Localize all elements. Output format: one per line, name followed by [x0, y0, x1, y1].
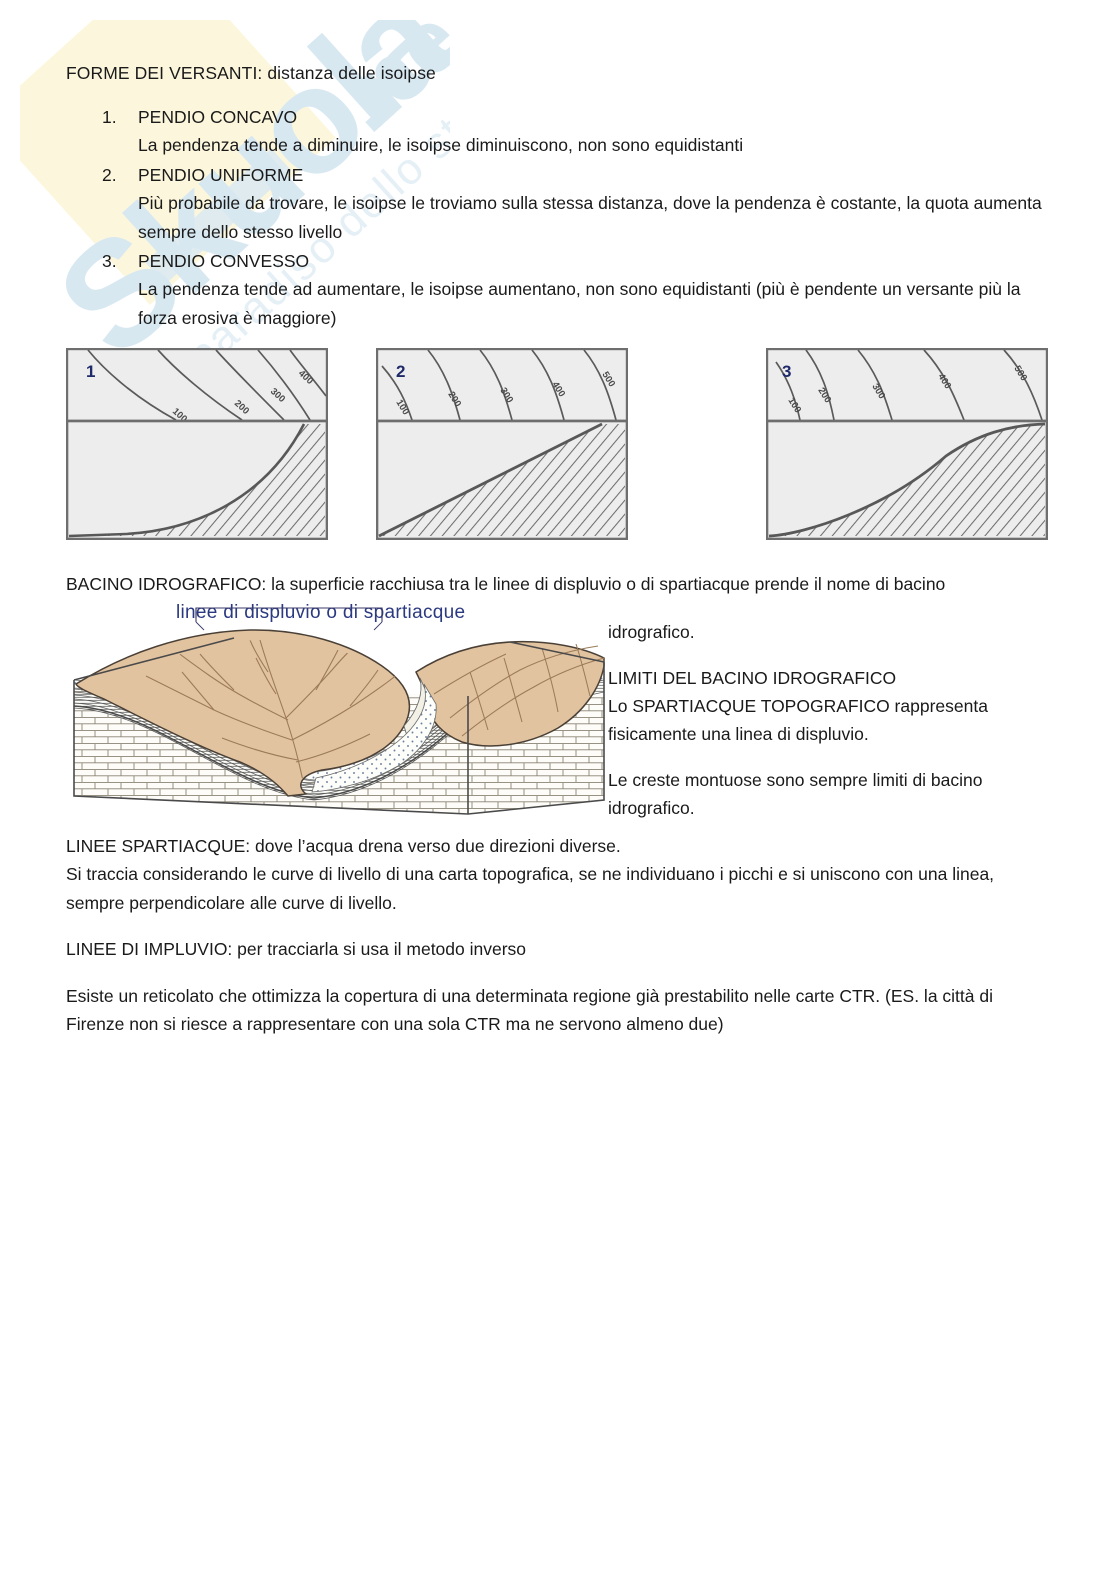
limiti-line2: Lo SPARTIACQUE TOPOGRAFICO rappresenta [608, 695, 988, 716]
list-item-title: PENDIO CONVESSO [138, 250, 310, 271]
figure-number-3: 3 [782, 362, 791, 381]
creste-line2: idrografico. [608, 797, 695, 818]
limiti-heading: LIMITI DEL BACINO IDROGRAFICO [608, 667, 897, 688]
drainage-basin-block-diagram [64, 600, 616, 826]
slope-types-list: PENDIO CONCAVO La pendenza tende a dimin… [66, 103, 1050, 332]
document-content: FORME DEI VERSANTI: distanza delle isoip… [0, 0, 1116, 1039]
creste-line1: Le creste montuose sono sempre limiti di… [608, 769, 983, 790]
list-item-body: La pendenza tende ad aumentare, le isoip… [138, 279, 1021, 328]
bacino-intro-paragraph: BACINO IDROGRAFICO: la superficie racchi… [66, 573, 946, 594]
block-diagram-section: linee di displuvio o di spartiacque [66, 600, 1050, 826]
page-title: FORME DEI VERSANTI: distanza delle isoip… [66, 63, 436, 83]
list-item-title: PENDIO CONCAVO [138, 107, 298, 128]
slope-figures-row: 100 200 300 400 1 [66, 347, 1050, 548]
list-item-body: Più probabile da trovare, le isoipse le … [138, 193, 1042, 242]
paragraph-linee-spartiacque: LINEE SPARTIACQUE: dove l’acqua drena ve… [66, 835, 621, 856]
trailing-paragraphs: LINEE SPARTIACQUE: dove l’acqua drena ve… [66, 832, 1050, 1039]
side-text-idrografico: idrografico. [608, 621, 695, 642]
paragraph-linee-impluvio: LINEE DI IMPLUVIO: per tracciarla si usa… [66, 939, 527, 960]
list-item-body: La pendenza tende a diminuire, le isoips… [138, 135, 744, 156]
limiti-line3: fisicamente una linea di displuvio. [608, 723, 869, 744]
figure-uniform-slope: 100 200 300 400 500 2 [376, 347, 628, 540]
list-item: PENDIO UNIFORME Più probabile da trovare… [102, 161, 1050, 246]
paragraph-reticolato-ctr: Esiste un reticolato che ottimizza la co… [66, 985, 993, 1035]
paragraph-si-traccia: Si traccia considerando le curve di live… [66, 864, 995, 913]
figure-concave-slope: 100 200 300 400 1 [66, 347, 328, 540]
displuvio-bracket-label: linee di displuvio o di spartiacque [176, 601, 466, 623]
figure-convex-slope: 100 200 300 400 500 3 [766, 347, 1048, 540]
bacino-side-text: idrografico. LIMITI DEL BACINO IDROGRAFI… [608, 618, 1058, 822]
list-item-title: PENDIO UNIFORME [138, 164, 304, 185]
list-item: PENDIO CONCAVO La pendenza tende a dimin… [102, 103, 1050, 160]
side-text-creste: Le creste montuose sono sempre limiti di… [608, 766, 1058, 822]
side-text-limiti: LIMITI DEL BACINO IDROGRAFICO Lo SPARTIA… [608, 664, 1058, 748]
figure-number-2: 2 [396, 362, 405, 381]
list-item: PENDIO CONVESSO La pendenza tende ad aum… [102, 247, 1050, 332]
figure-number-1: 1 [86, 362, 95, 381]
